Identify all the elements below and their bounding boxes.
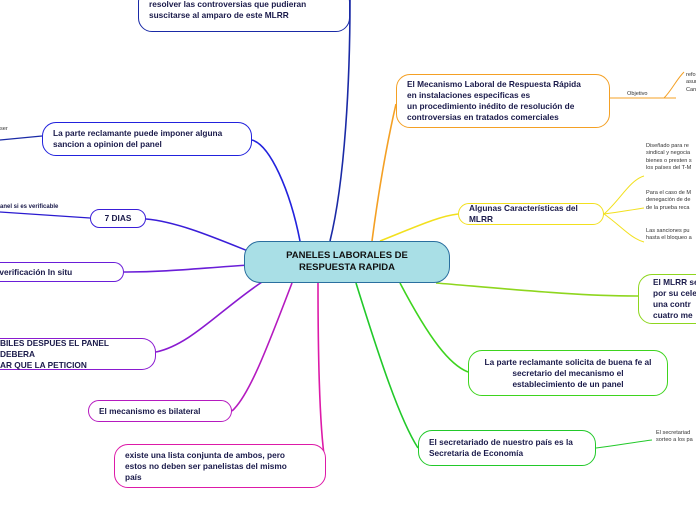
node-celebracion[interactable]: El MLRR se por su cele una contr cuatro … [638,274,696,324]
node-celebracion-label: El MLRR se por su cele una contr cuatro … [653,277,696,320]
node-habiles[interactable]: BILES DESPUES EL PANEL DEBERA AR QUE LA … [0,338,156,370]
node-secretariado-label: El secretariado de nuestro país es la Se… [429,437,573,458]
link-top [329,0,351,242]
node-sancion-label: La parte reclamante puede imponer alguna… [53,128,223,149]
link-mecanismo [371,103,397,242]
node-mecanismo-laboral-label: El Mecanismo Laboral de Respuesta Rápida… [407,79,581,122]
node-lista-conjunta-label: existe una lista conjunta de ambos, pero… [125,449,287,482]
label-objetivo: Objetivo [627,91,648,97]
node-sancion[interactable]: La parte reclamante puede imponer alguna… [42,122,252,156]
link-celebracion [435,282,639,297]
node-mecanismo-laboral[interactable]: El Mecanismo Laboral de Respuesta Rápida… [396,74,610,128]
node-secretariado[interactable]: El secretariado de nuestro país es la Se… [418,430,596,466]
link-caracteristicas [379,213,459,242]
node-7-dias[interactable]: 7 DIAS [90,209,146,228]
link-solicita [399,282,469,373]
side-label-dias: anel si es verificable [0,204,59,210]
central-topic-label: PANELES LABORALES DE RESPUESTA RAPIDA [286,250,408,273]
node-caracteristicas-label: Algunas Características del MLRR [469,203,578,224]
node-bilateral[interactable]: El mecanismo es bilateral [88,400,232,422]
stub-notes-2 [603,207,645,215]
node-verificacion-label: o de verificación In situ [0,266,73,277]
note-caracteristica-1: Diseñado para re sindical y negocia bien… [646,143,692,172]
stub-secretariado [595,439,653,449]
node-verificacion[interactable]: o de verificación In situ [0,262,124,282]
central-topic[interactable]: PANELES LABORALES DE RESPUESTA RAPIDA [244,241,450,283]
stub-notes-1 [603,175,645,215]
link-verificacion [123,264,251,273]
link-bilateral [231,282,293,412]
node-resolver-controversias-label: resolver las controversias que pudieran … [149,0,307,20]
note-caracteristica-2: Para el caso de M denegación de de de la… [646,190,692,211]
note-secretariado: El secretariad sorteo a los pa [656,430,693,444]
link-secretariado [355,282,419,449]
node-7-dias-label: 7 DIAS [104,213,132,223]
node-bilateral-label: El mecanismo es bilateral [99,405,201,416]
side-label-sancion: ser [0,126,8,132]
node-solicita-buena-fe[interactable]: La parte reclamante solicita de buena fe… [468,350,668,396]
link-sancion [251,139,301,242]
stub-sancion [0,135,43,141]
node-habiles-label: BILES DESPUES EL PANEL DEBERA AR QUE LA … [0,337,109,370]
stub-objetivo-up [663,71,685,99]
node-caracteristicas[interactable]: Algunas Características del MLRR [458,203,604,225]
note-objetivo: refo asun Can [686,72,696,93]
link-habiles [155,281,263,353]
node-solicita-buena-fe-label: La parte reclamante solicita de buena fe… [484,356,652,389]
stub-notes-3 [603,213,645,243]
node-lista-conjunta[interactable]: existe una lista conjunta de ambos, pero… [114,444,326,488]
note-caracteristica-3: Las sanciones pu hasta el bloqueo a [646,228,692,242]
link-lista [317,282,326,463]
link-dias [145,218,259,256]
node-resolver-controversias[interactable]: resolver las controversias que pudieran … [138,0,350,32]
stub-dias [0,211,91,219]
